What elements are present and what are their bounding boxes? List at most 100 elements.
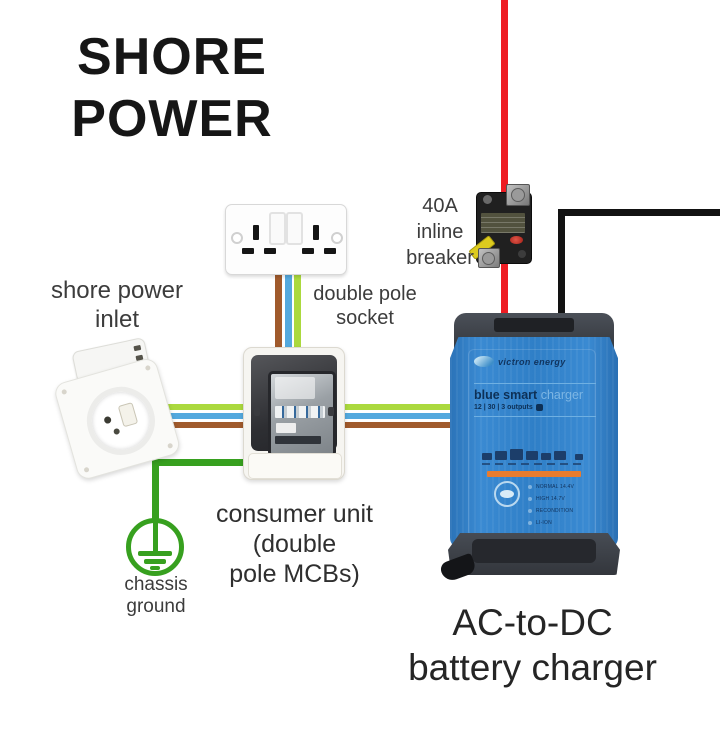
led-label: NORMAL 14.4V xyxy=(536,484,575,490)
inlet-screw-icon xyxy=(167,442,174,449)
charger-base-slot xyxy=(472,539,596,563)
breaker-terminal-top xyxy=(506,184,530,206)
consumer-unit-label-line-1: consumer unit xyxy=(215,500,374,528)
socket-label-line-2: socket xyxy=(336,307,394,329)
consumer-unit-label: consumer unit (double pole MCBs) xyxy=(202,499,387,589)
inlet-pin-housing xyxy=(117,402,139,428)
inlet-lid-latch xyxy=(133,344,142,352)
earth-symbol-bar xyxy=(144,559,166,564)
charger-spec-badge xyxy=(535,404,543,411)
breaker-label-line-2: inline xyxy=(416,221,464,243)
charge-stage-icon xyxy=(526,451,538,460)
chassis-ground-label-line-2: ground xyxy=(126,596,186,617)
charger-led-row: LI-ION xyxy=(528,519,574,527)
consumer-unit-busbar xyxy=(275,436,321,444)
inlet-screw-icon xyxy=(83,466,90,473)
charger-handle-slot xyxy=(494,318,574,332)
charger-divider-line xyxy=(474,383,596,384)
socket-screw-icon xyxy=(231,232,243,244)
inlet-screw-icon xyxy=(61,388,68,395)
charger-model-bold: blue smart xyxy=(474,388,538,402)
charge-stage-captions xyxy=(482,463,586,465)
dc-negative-black-wire-vertical xyxy=(558,209,565,321)
title-line-1: SHORE xyxy=(77,28,267,86)
socket-pin-slot xyxy=(324,248,336,254)
charger-label-line-2: battery charger xyxy=(408,647,657,688)
charger-body xyxy=(450,337,618,548)
charger-model-text: blue smart charger xyxy=(474,388,583,402)
led-label: LI-ION xyxy=(536,520,552,526)
led-icon xyxy=(528,497,532,501)
earth-symbol-stem xyxy=(153,523,158,552)
consumer-unit-front xyxy=(251,355,337,457)
breaker-mount-screw-icon xyxy=(483,195,492,204)
chassis-ground-wire-horizontal xyxy=(152,459,248,466)
breaker-terminal-bottom xyxy=(478,248,500,268)
battery-charger-label: AC-to-DC battery charger xyxy=(390,600,675,690)
inlet-pin xyxy=(112,427,121,436)
chassis-ground-label: chassis ground xyxy=(96,574,216,618)
inlet-socket-recess xyxy=(78,378,163,463)
charger-brand-text: victron energy xyxy=(498,356,566,367)
socket-pin-slot xyxy=(302,248,314,254)
inlet-label-line-1: shore power xyxy=(50,277,184,304)
charger-mode-button xyxy=(494,481,520,507)
dc-positive-red-wire xyxy=(501,0,508,322)
victron-bird-icon xyxy=(474,356,494,367)
earth-symbol-bar xyxy=(150,566,160,570)
charger-base xyxy=(448,533,620,575)
consumer-unit-glass-reflection xyxy=(275,377,315,399)
earth-symbol-icon xyxy=(126,518,184,576)
battery-charger: victron energy blue smart charger 12 | 3… xyxy=(438,311,622,591)
socket-screw-icon xyxy=(331,232,343,244)
socket-neutral-blue-wire xyxy=(285,266,292,365)
inlet-pin xyxy=(103,415,112,425)
socket-live-brown-wire xyxy=(275,266,282,365)
socket-pin-slot xyxy=(264,248,276,254)
inlet-screw-icon xyxy=(144,364,151,372)
charger-spec-text: 12 | 30 | 3 outputs xyxy=(474,404,543,411)
charge-stage-icons xyxy=(482,448,586,460)
page-title: SHORE POWER xyxy=(38,26,306,150)
charger-divider-line xyxy=(474,416,596,417)
shore-power-inlet-label: shore power inlet xyxy=(32,276,202,334)
breaker-label-line-1: 40A xyxy=(422,195,458,217)
chassis-ground-wire-vertical xyxy=(152,459,159,524)
charger-led-row: NORMAL 14.4V xyxy=(528,483,574,491)
charger-model-light: charger xyxy=(540,388,584,402)
charge-stage-icon xyxy=(482,453,492,460)
breaker-terminal-screw-icon xyxy=(511,188,525,202)
charger-mode-button-face xyxy=(500,490,514,498)
socket-earth-slot-left xyxy=(253,225,259,240)
charger-label-line-1: AC-to-DC xyxy=(452,602,613,643)
chassis-ground-label-line-1: chassis xyxy=(124,574,188,595)
charger-orange-stripe xyxy=(487,471,581,477)
breaker-terminal-screw-icon xyxy=(482,252,495,265)
led-icon xyxy=(528,509,532,513)
charger-led-row: RECONDITION xyxy=(528,507,574,515)
breaker-reset-button xyxy=(510,236,523,244)
charge-stage-icon xyxy=(541,453,551,460)
breaker-mount-hole xyxy=(518,250,526,258)
charger-led-row: HIGH 14.7V xyxy=(528,495,574,503)
title-line-2: POWER xyxy=(71,90,273,148)
socket-switch-right xyxy=(286,212,303,245)
charge-stage-icon xyxy=(495,451,507,460)
consumer-unit-label-line-2: (double xyxy=(252,530,337,558)
socket-earth-slot-right xyxy=(313,225,319,240)
led-label: HIGH 14.7V xyxy=(536,496,565,502)
charger-mount-clip xyxy=(438,552,478,584)
double-pole-socket xyxy=(225,204,347,275)
victron-logo: victron energy xyxy=(474,355,566,368)
breaker-label-line-3: breaker xyxy=(406,247,474,269)
inline-breaker xyxy=(468,184,534,270)
inline-breaker-label: 40A inline breaker xyxy=(392,193,488,271)
charger-spec-value: 12 | 30 | 3 outputs xyxy=(474,404,533,411)
consumer-unit xyxy=(243,347,345,480)
charge-stage-icon xyxy=(554,451,566,460)
socket-earth-green-yellow-wire xyxy=(294,266,301,365)
consumer-unit-latch xyxy=(328,407,334,416)
charge-stage-icon xyxy=(575,454,583,460)
socket-switch-left xyxy=(269,212,286,245)
